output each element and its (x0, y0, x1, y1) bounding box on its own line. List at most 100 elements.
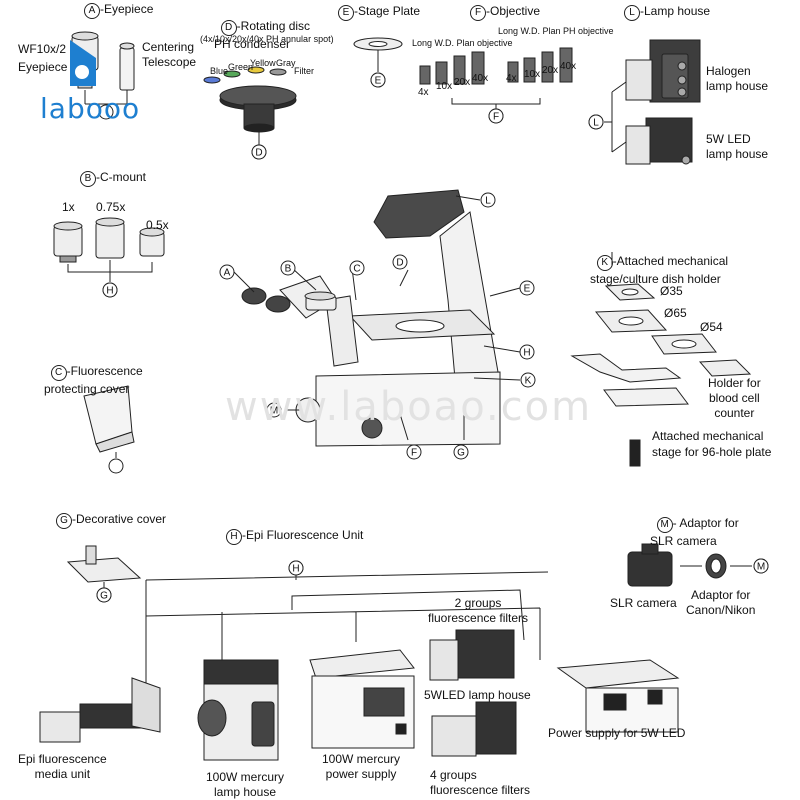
section-k-letter: K (596, 255, 613, 271)
mag-10x-a: 10x (436, 81, 453, 92)
mag-4x-b: 4x (506, 73, 517, 84)
callout-f-1: F (488, 108, 504, 124)
c-mount-075x: 0.75x (96, 200, 126, 214)
callout-m-0: M (266, 402, 282, 418)
mercury-lamp-label: 100W mercury lamp house (206, 770, 285, 799)
svg-text:H: H (292, 564, 299, 575)
c-mount-drawing (53, 217, 165, 298)
callout-a-0: A (219, 264, 235, 280)
hole96-label: Attached mechanical stage for 96-hole pl… (652, 429, 772, 459)
svg-text:A: A (224, 268, 231, 279)
section-c-letter: C (50, 365, 67, 381)
two-groups-label: 2 groups fluorescence filters (428, 596, 529, 625)
svg-text:F: F (493, 112, 499, 123)
section-d-subtitle: (4x/10x/20x/40x PH annular spot) (200, 34, 334, 44)
svg-text:H: H (106, 286, 113, 297)
logo-text: labooo (40, 92, 141, 125)
callout-b-0: B (280, 260, 296, 276)
section-h-letter: H (226, 529, 242, 545)
section-a-title: A-Eyepiece (84, 2, 153, 19)
callout-h-1: H (288, 560, 304, 576)
lamp-house-drawing (588, 39, 701, 165)
callout-d-1: D (251, 144, 267, 160)
callout-h-2: H (102, 282, 118, 298)
led-power-label: Power supply for 5W LED (548, 726, 686, 740)
watermark: www.laboao.com (225, 384, 593, 430)
callout-c-0: C (349, 260, 365, 276)
microscope-drawing (241, 189, 501, 447)
section-e-letter: E (338, 5, 354, 21)
blood-counter-label: Holder for blood cell counter (708, 376, 761, 420)
svg-text:G: G (100, 591, 108, 602)
label-gray: Gray (276, 58, 296, 68)
led-lamp-label: 5W LED lamp house (706, 132, 769, 161)
mercury-lamp-drawing (197, 659, 279, 761)
mag-10x-b: 10x (524, 69, 541, 80)
mag-4x-a: 4x (418, 87, 429, 98)
eyepiece-label: WF10x/2 Eyepiece (18, 42, 68, 74)
section-g-letter: G (56, 513, 72, 529)
rotating-disc-drawing (203, 66, 297, 160)
dish-65: Ø65 (664, 306, 687, 320)
svg-text:M: M (270, 406, 278, 417)
led-house-label: 5WLED lamp house (424, 688, 531, 702)
mechanical-stage-drawing (570, 252, 752, 467)
svg-text:L: L (593, 118, 599, 129)
svg-text:D: D (396, 258, 403, 269)
section-l-title: L-Lamp house (624, 4, 710, 21)
mag-20x-b: 20x (542, 65, 559, 76)
canon-adaptor-label: Adaptor for Canon/Nikon (686, 588, 756, 617)
fluorescence-cover-drawing (83, 385, 135, 474)
section-f-title: F-Objective (470, 4, 540, 21)
svg-text:G: G (457, 448, 465, 459)
mag-40x-b: 40x (560, 61, 577, 72)
svg-text:B: B (285, 264, 292, 275)
telescope-label: Centering Telescope (142, 40, 197, 69)
svg-text:E: E (524, 284, 531, 295)
callout-e-0: E (519, 280, 535, 296)
logo-mark (70, 40, 96, 86)
section-l-letter: L (624, 5, 640, 21)
svg-text:F: F (411, 448, 417, 459)
callout-l-1: L (588, 114, 604, 130)
section-b-title: B-C-mount (80, 170, 146, 187)
callout-g-0: G (453, 444, 469, 460)
label-blue: Blue (210, 66, 229, 76)
mercury-power-drawing (309, 649, 415, 749)
section-h-title: H-Epi Fluorescence Unit (226, 528, 363, 545)
slr-adaptor-drawing (627, 543, 769, 587)
callout-k-0: K (520, 372, 536, 388)
section-m-letter: M (656, 517, 673, 533)
four-groups-label: 4 groups fluorescence filters (430, 768, 531, 797)
callout-e-1: E (370, 72, 386, 88)
epi-media-unit-drawing (39, 677, 161, 743)
svg-text:E: E (375, 76, 382, 87)
section-c-title: C-Fluorescence protecting cover (44, 364, 143, 396)
led-lamp-drawing (429, 629, 517, 757)
label-yellow: Yellow (250, 58, 276, 68)
stage-plate-drawing (353, 37, 403, 88)
callout-f-0: F (406, 444, 422, 460)
led-power-drawing (556, 659, 680, 733)
svg-text:L: L (485, 196, 491, 207)
section-g-title: G-Decorative cover (56, 512, 166, 529)
section-k-title: K-Attached mechanical stage/culture dish… (590, 254, 729, 286)
callout-m-1: M (753, 558, 769, 574)
callout-l-0: L (480, 192, 496, 208)
label-green: Green (228, 62, 254, 72)
svg-text:K: K (525, 376, 532, 387)
lwd-plan-label: Long W.D. Plan objective (412, 38, 513, 48)
callout-g-1: G (96, 587, 112, 603)
svg-text:C: C (353, 264, 360, 275)
dish-35: Ø35 (660, 284, 683, 298)
svg-text:H: H (523, 348, 530, 359)
svg-text:M: M (757, 562, 765, 573)
svg-text:D: D (255, 148, 262, 159)
callout-h-0: H (519, 344, 535, 360)
c-mount-05x: 0.5x (146, 218, 169, 232)
section-f-letter: F (470, 5, 486, 21)
dish-54: Ø54 (700, 320, 723, 334)
section-d-title: D-Rotating disc PH condenser (214, 19, 311, 51)
media-unit-label: Epi fluorescence media unit (18, 752, 107, 781)
c-mount-1x: 1x (62, 200, 75, 214)
